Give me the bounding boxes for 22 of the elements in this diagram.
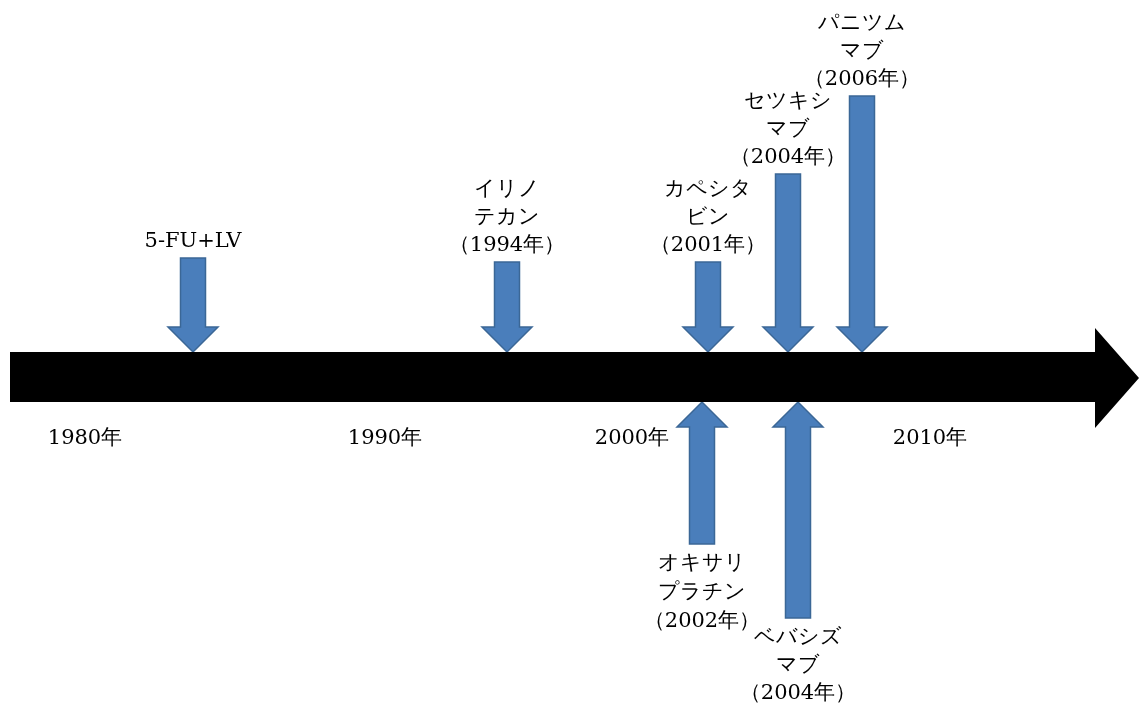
year-label: 1980年	[47, 424, 123, 451]
block-arrow	[681, 261, 735, 354]
approval-year: （1994年）	[448, 231, 566, 258]
approval-year: （2004年）	[729, 143, 847, 170]
block-arrow	[480, 261, 534, 354]
year-label: 1990年	[347, 424, 423, 451]
drug-name: カペシタビン	[663, 175, 753, 230]
drug-name: 5-FU+LV	[144, 227, 242, 254]
year-label: 2010年	[892, 424, 968, 451]
drug-name: オキサリプラチン	[657, 549, 747, 605]
block-arrow	[675, 400, 729, 545]
approval-year: （2001年）	[649, 231, 767, 258]
block-arrow	[771, 400, 825, 619]
drug-name: イリノテカン	[473, 175, 541, 230]
block-arrow	[761, 173, 815, 354]
drug-name: セツキシマブ	[743, 88, 833, 142]
block-arrow	[166, 257, 220, 354]
drug-name: パニツムマブ	[817, 9, 907, 64]
year-label: 2000年	[594, 424, 670, 451]
block-arrow	[835, 95, 889, 354]
approval-year: （2006年）	[803, 65, 921, 91]
approval-year: （2004年）	[739, 679, 857, 706]
